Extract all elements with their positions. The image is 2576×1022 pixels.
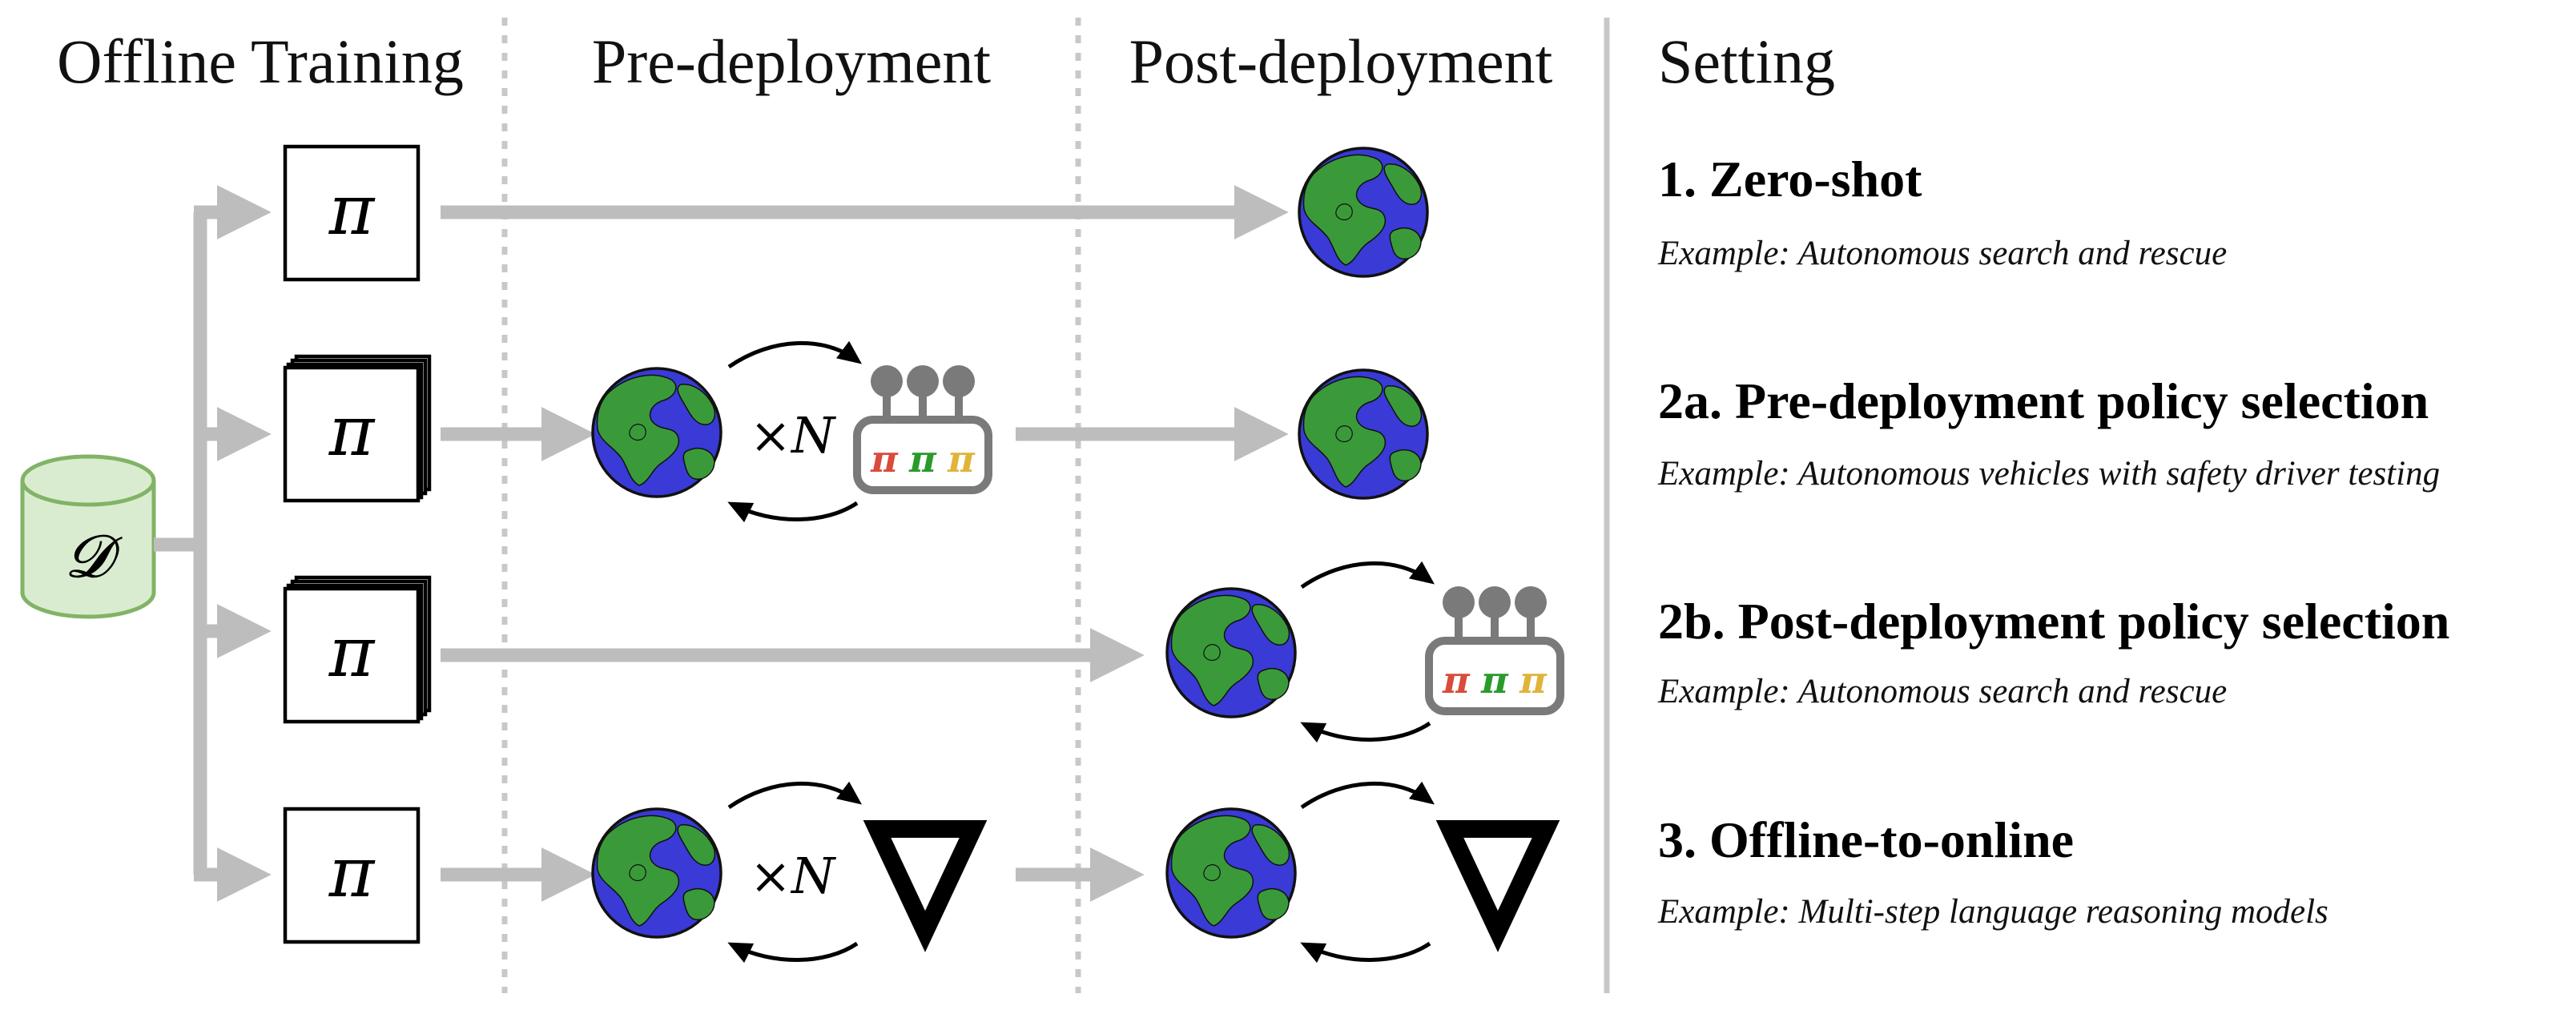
policy-box-row1: π [283,144,421,282]
column-header-pre-deployment: Pre-deployment [592,26,992,96]
svg-text:π: π [870,437,899,481]
globe-icon [1298,147,1429,278]
globe-icon [591,367,722,498]
svg-text:π: π [947,437,976,481]
policy-symbol: π [328,392,376,472]
loop-arrow-bottom [1300,941,1431,964]
bandit-machine-icon: π π π [1429,586,1560,711]
setting-example-zero-shot: Example: Autonomous search and rescue [1657,235,2227,272]
setting-example-post-deployment-selection: Example: Autonomous search and rescue [1657,673,2227,710]
column-header-post-deployment: Post-deployment [1129,26,1553,96]
gradient-icon [863,820,988,952]
policy-symbol: π [328,171,376,251]
globe-icon [1165,587,1297,718]
loop-arrow-top [1300,781,1435,810]
setting-title-zero-shot: 1. Zero-shot [1658,151,1922,207]
column-header-offline-training: Offline Training [57,26,464,96]
policy-symbol: π [328,833,376,913]
setting-title-pre-deployment-selection: 2a. Pre-deployment policy selection [1658,372,2429,429]
gradient-icon [1435,820,1560,952]
loop-arrow-bottom [1300,721,1431,743]
dataset-cylinder: 𝓓 [20,454,156,619]
policy-stack-row2b: π [285,577,429,722]
repeat-n-label: ×N [750,847,837,905]
loop-arrow-top [727,340,863,369]
svg-text:π: π [908,437,937,481]
globe-icon [591,807,722,939]
setting-title-offline-to-online: 3. Offline-to-online [1658,811,2074,868]
globe-icon [1165,807,1297,939]
globe-icon [1298,368,1429,500]
branch-connector [154,185,272,902]
policy-box-row3: π [283,807,421,944]
column-header-setting: Setting [1658,26,1835,96]
svg-text:π: π [1519,658,1548,702]
svg-text:π: π [1480,658,1509,702]
loop-arrow-top [727,781,863,810]
loop-arrow-bottom [727,941,859,964]
setting-example-pre-deployment-selection: Example: Autonomous vehicles with safety… [1657,455,2440,493]
setting-title-post-deployment-selection: 2b. Post-deployment policy selection [1658,593,2449,650]
repeat-n-label: ×N [750,406,837,465]
policy-symbol: π [328,613,376,693]
policy-stack-row2a: π [285,356,429,501]
svg-text:π: π [1442,658,1471,702]
setting-example-offline-to-online: Example: Multi-step language reasoning m… [1657,893,2328,931]
loop-arrow-bottom [727,501,859,523]
bandit-machine-icon: π π π [857,365,988,490]
loop-arrow-top [1300,561,1435,589]
